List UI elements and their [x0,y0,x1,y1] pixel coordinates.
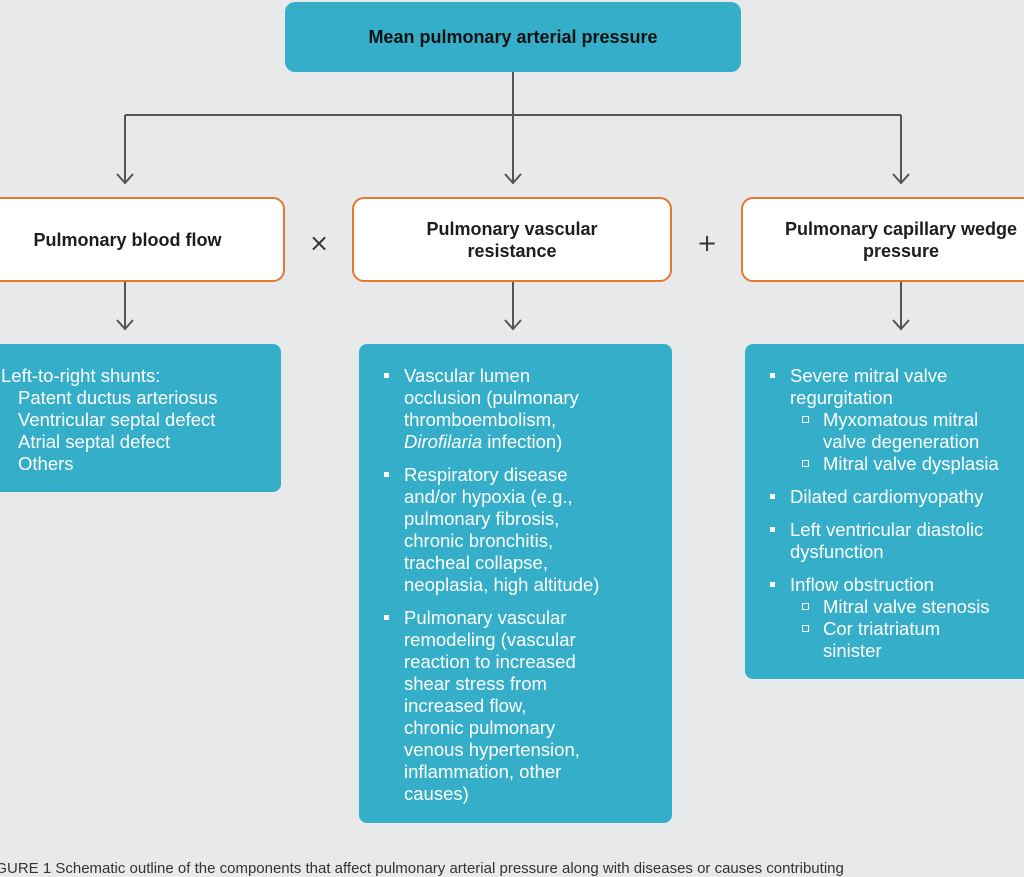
arrowhead-left-top [116,173,134,185]
left-detail-item-3: Atrial septal defect [18,431,171,452]
middle-detail-box: Vascular lumen occlusion (pulmonary thro… [359,344,672,823]
pcwp-label-line1: Pulmonary capillary wedge [784,218,1018,239]
multiply-operator: × [309,229,330,257]
pulmonary-blood-flow-label: Pulmonary blood flow [33,229,222,250]
left-detail-item-2: Ventricular septal defect [18,409,216,430]
middle-detail-item-3: Pulmonary vascular remodeling (vascular … [376,607,672,805]
right-detail-item-3: Left ventricular diastolic dysfunction [762,519,1024,563]
right-detail-subitem-4-2: Cor triatriatum sinister [790,618,1024,662]
right-detail-item-1: Severe mitral valve regurgitation Myxoma… [762,365,1024,475]
arrowhead-right-top [892,173,910,185]
arrowhead-left-bottom [116,319,134,331]
right-detail-subitem-1-1: Myxomatous mitral valve degeneration [790,409,1024,453]
pvr-label-line2: resistance [467,240,557,261]
arrowhead-middle-bottom [504,319,522,331]
arrowhead-middle-top [504,173,522,185]
pvr-label-line1: Pulmonary vascular [426,218,598,239]
right-detail-box: Severe mitral valve regurgitation Myxoma… [745,344,1024,679]
left-detail-item-1: Patent ductus arteriosus [18,387,218,408]
middle-detail-item-2: Respiratory disease and/or hypoxia (e.g.… [376,464,672,596]
left-detail-box: Left-to-right shunts: Patent ductus arte… [0,344,281,492]
pulmonary-vascular-resistance-box: Pulmonary vascular resistance [352,197,672,282]
plus-operator: + [697,229,718,257]
right-detail-subitem-4-1: Mitral valve stenosis [790,596,1024,618]
left-detail-heading: Left-to-right shunts: [1,365,161,386]
pcwp-label-line2: pressure [862,240,940,261]
middle-detail-item-1: Vascular lumen occlusion (pulmonary thro… [376,365,672,453]
left-detail-item-4: Others [18,453,74,474]
dirofilaria-italic: Dirofilaria [404,431,483,452]
right-detail-item-2: Dilated cardiomyopathy [762,486,1024,508]
pulmonary-blood-flow-box: Pulmonary blood flow [0,197,285,282]
top-box-label: Mean pulmonary arterial pressure [368,26,658,47]
right-detail-subitem-1-2: Mitral valve dysplasia [790,453,1024,475]
mean-pulmonary-arterial-pressure-box: Mean pulmonary arterial pressure [285,2,741,72]
pulmonary-capillary-wedge-pressure-box: Pulmonary capillary wedge pressure [741,197,1024,282]
right-detail-item-4: Inflow obstruction Mitral valve stenosis… [762,574,1024,662]
arrowhead-right-bottom [892,319,910,331]
